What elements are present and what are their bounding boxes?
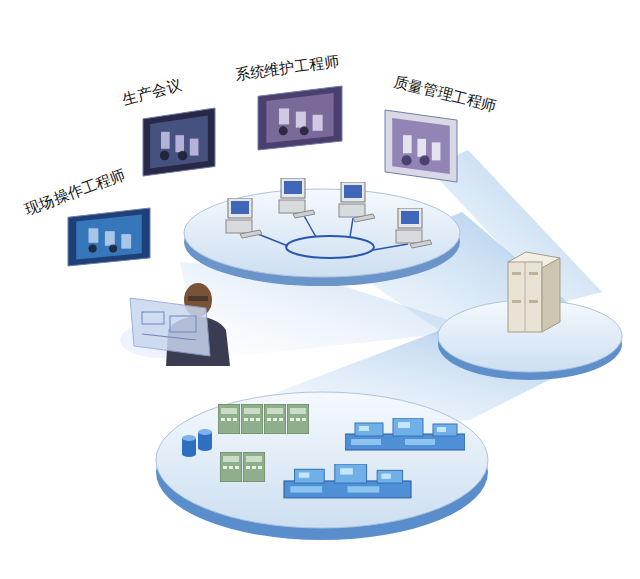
computer (226, 198, 262, 238)
control-cabinet (264, 404, 286, 434)
panel-figure (279, 126, 288, 135)
panel-detail (175, 135, 184, 152)
panel-detail (89, 228, 99, 243)
panel-figure (89, 245, 97, 253)
server-vent (529, 272, 538, 275)
role-label: 质量管理工程师 (392, 73, 498, 116)
storage-tank (198, 429, 212, 435)
server-vent (512, 272, 521, 275)
network-wire (373, 244, 408, 250)
storage-tank (182, 435, 196, 441)
screen-panel: 生产会议 (143, 108, 215, 176)
computer (339, 182, 375, 222)
panel-screen (76, 214, 142, 259)
panel-figure (109, 245, 117, 253)
storage-tank (182, 451, 196, 457)
panel-figure (420, 155, 430, 165)
panel-graphic (68, 208, 150, 266)
server-front (508, 262, 542, 332)
panel-detail (190, 139, 199, 156)
screen-panel: 系统维护工程师 (258, 86, 342, 150)
server-seam (525, 262, 526, 332)
computer (279, 178, 315, 218)
panel-screen (150, 115, 208, 168)
panel-graphic (385, 110, 457, 182)
panel-detail (296, 112, 306, 128)
storage-tank (198, 445, 212, 451)
production-machine (345, 418, 465, 450)
server-vent (512, 300, 521, 303)
control-cabinet (220, 452, 242, 482)
panel-detail (279, 108, 289, 124)
platform-top (156, 392, 488, 528)
control-cabinet (243, 452, 265, 482)
control-cabinet (241, 404, 263, 434)
screen-graphic (142, 312, 164, 324)
screen-graphic (142, 334, 196, 340)
production-machine (284, 464, 411, 498)
engineer-glasses (188, 296, 208, 301)
panel-detail (403, 135, 412, 153)
panel-figure (178, 151, 188, 161)
computer (396, 208, 432, 248)
screen-panel: 质量管理工程师 (385, 110, 457, 182)
panel-detail (432, 142, 441, 160)
role-label: 现场操作工程师 (23, 166, 128, 219)
panel-figure (160, 151, 170, 161)
screen-panel: 现场操作工程师 (68, 208, 150, 266)
network-wire (258, 234, 288, 246)
server-side (542, 258, 560, 332)
panel-detail (417, 139, 426, 157)
panel-graphic (258, 86, 342, 150)
panel-detail (121, 234, 131, 249)
panel-graphic (143, 108, 215, 176)
panel-detail (161, 132, 170, 149)
panel-frame (385, 110, 457, 182)
role-label: 生产会议 (121, 76, 184, 109)
panel-frame (68, 208, 150, 266)
panel-detail (105, 231, 115, 246)
server-vent (529, 300, 538, 303)
panel-screen (392, 118, 450, 174)
role-label: 系统维护工程师 (234, 52, 340, 84)
panel-frame (143, 108, 215, 176)
control-cabinet (287, 404, 309, 434)
panel-frame (258, 86, 342, 150)
network-wire (303, 214, 316, 237)
network-ring (286, 236, 374, 258)
network-wire (350, 218, 353, 237)
panel-figure (300, 126, 309, 135)
panel-screen (266, 93, 333, 143)
screen-graphic (170, 316, 196, 332)
platform-top (184, 189, 460, 277)
control-cabinet (218, 404, 240, 434)
panel-detail (313, 115, 323, 131)
touch-screen (130, 298, 210, 356)
panel-figure (402, 155, 412, 165)
